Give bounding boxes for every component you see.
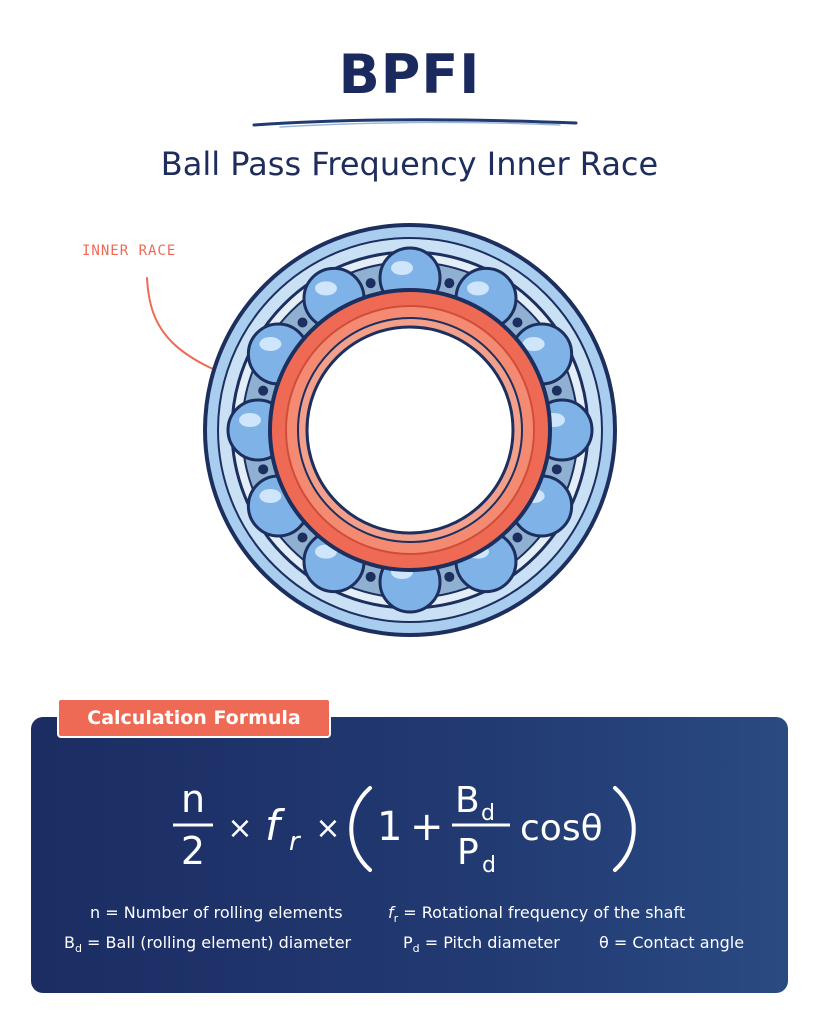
formula-one: 1 [377,804,402,850]
formula-bd: B [455,780,480,821]
bearing-diagram [146,223,617,637]
formula-panel [31,717,788,993]
cage-rivet [365,571,376,582]
cage-rivet [258,385,269,396]
cage-rivet [297,317,308,328]
legend-pd: Pd = Pitch diameter [403,933,560,956]
formula-left-paren [349,786,372,872]
inner-race-label: INNER RACE [82,243,177,259]
formula-plus: + [410,804,444,850]
formula-times-1: × [227,811,252,846]
formula-badge: Calculation Formula [57,698,331,738]
cage-rivet [512,532,523,543]
legend-bd: Bd = Ball (rolling element) diameter [64,933,352,956]
ball-highlight [315,281,337,296]
cage-rivet [444,278,455,289]
legend-fr: fr = Rotational frequency of the shaft [388,903,686,926]
cage-rivet [365,278,376,289]
cage-rivet [551,464,562,475]
formula-f: f [265,801,286,850]
formula-pd-sub: d [482,853,496,878]
legend-theta: θ = Contact angle [599,933,745,952]
cage-rivet [297,532,308,543]
bearing-group [203,223,617,637]
ball-highlight [259,489,282,503]
ball-highlight [522,337,545,351]
ball-highlight [391,261,413,275]
title-underline [252,118,578,128]
ball-highlight [467,281,489,296]
page-subtitle: Ball Pass Frequency Inner Race [160,145,659,183]
formula-times-2: × [315,811,340,846]
formula-numerator: n [181,777,205,821]
bpfi-formula: n 2 × f r × 1 + B d P d cosθ [173,777,636,878]
ball-highlight [259,337,282,351]
formula-bd-sub: d [481,801,495,826]
formula-right-paren [613,786,636,872]
cage-rivet [551,385,562,396]
formula-cos: cosθ [520,808,603,849]
page-title: BPFI [338,43,481,106]
cage-rivet [512,317,523,328]
ball-highlight [239,413,261,427]
formula-pd: P [457,832,479,873]
cage-rivet [258,464,269,475]
formula-f-sub: r [289,827,302,857]
inner-bore [305,325,515,535]
cage-rivet [444,571,455,582]
legend-n: n = Number of rolling elements [90,903,343,922]
formula-denominator: 2 [181,829,205,873]
